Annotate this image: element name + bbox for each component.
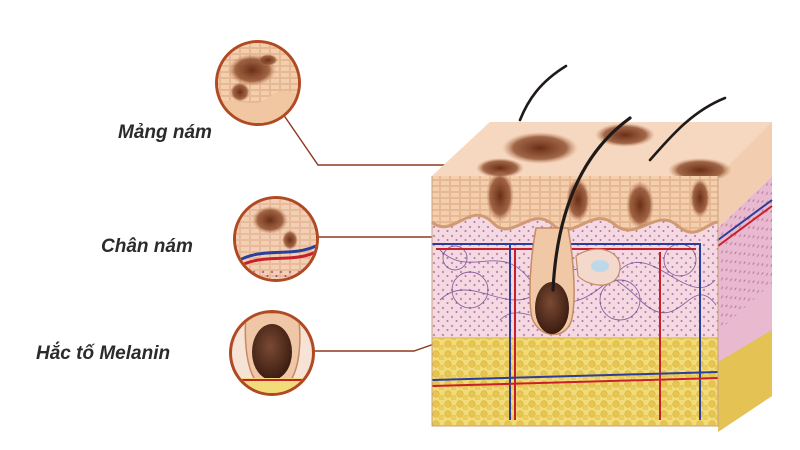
callout-melanin-pigment — [229, 310, 315, 396]
hair-strand — [551, 116, 632, 292]
label-melasma-root: Chân nám — [101, 236, 193, 257]
callout-melasma-root — [233, 196, 319, 282]
skin-block — [430, 64, 773, 432]
label-melanin-pigment: Hắc tố Melanin — [36, 343, 171, 364]
callout-melasma-patch — [215, 40, 301, 126]
leader-line-patch — [282, 113, 452, 166]
melanin-bulb — [535, 282, 569, 334]
label-melasma-patch: Mảng nám — [118, 122, 212, 143]
